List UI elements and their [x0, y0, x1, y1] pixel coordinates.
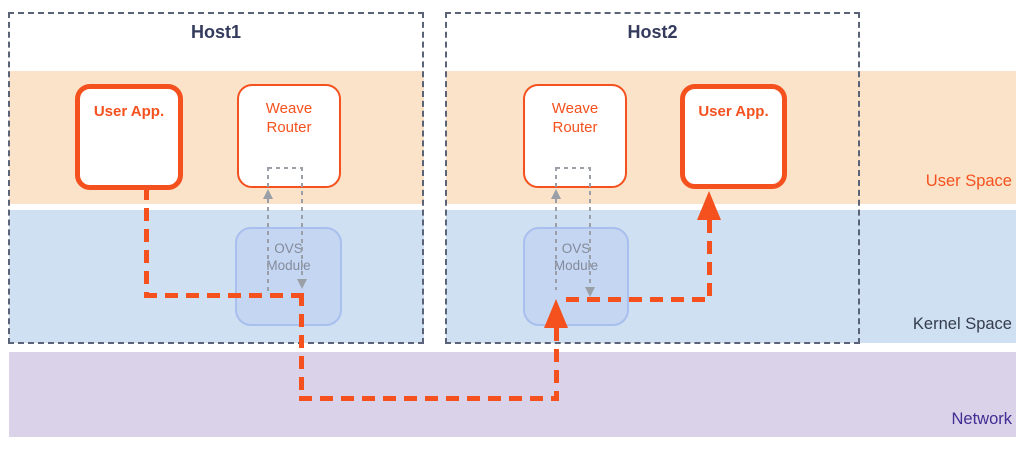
- flow-host2-horizontal-segment: [566, 297, 712, 302]
- host1-frame: [8, 12, 424, 344]
- host2-ovs-label-line1: OVS: [561, 241, 591, 256]
- host2-title: Host2: [627, 22, 678, 42]
- host1-weave-router-box: Weave Router: [237, 84, 341, 188]
- host2-frame: [445, 12, 860, 344]
- host1-weave-to-ovs-line: [301, 167, 303, 279]
- network-label: Network: [951, 410, 1012, 428]
- host1-ovs-module-box: OVS Module: [235, 227, 342, 326]
- host1-ovs-to-weave-line: [267, 167, 269, 292]
- flow-network-segment: [299, 396, 559, 401]
- flow-host2-up-segment: [707, 220, 712, 300]
- flow-host1-horizontal-segment: [144, 293, 304, 298]
- flow-into-user-app-arrow-icon: [697, 191, 721, 220]
- host1-title: Host1: [190, 22, 241, 42]
- host1-weave-ovs-link-top: [268, 167, 303, 169]
- host2-up-arrow-icon: [551, 189, 561, 199]
- host2-weave-router-label-line2: Router: [552, 119, 598, 136]
- host1-ovs-label-line2: Module: [266, 258, 311, 273]
- host2-down-arrow-icon: [585, 287, 595, 297]
- user-space-label: User Space: [925, 172, 1012, 190]
- host2-weave-router-box: Weave Router: [523, 84, 627, 188]
- flow-network-to-host2-segment: [554, 328, 559, 398]
- flow-into-ovs-arrow-icon: [544, 299, 568, 328]
- flow-host1-app-down-segment: [144, 187, 149, 294]
- host2-user-app-label: User App.: [698, 103, 769, 120]
- host2-weave-router-label-line1: Weave: [551, 100, 599, 117]
- host1-weave-router-label-line1: Weave: [265, 100, 313, 117]
- kernel-space-label: Kernel Space: [912, 315, 1012, 333]
- host2-user-app-box: User App.: [680, 84, 787, 189]
- host2-ovs-label-line2: Module: [553, 258, 599, 273]
- host2-ovs-to-weave-line: [555, 167, 557, 290]
- host1-weave-router-label-line2: Router: [266, 119, 312, 136]
- host2-weave-to-ovs-line: [589, 167, 591, 287]
- host1-user-app-box: User App.: [75, 84, 183, 190]
- kernel-space-band-host1: [9, 210, 424, 343]
- host1-down-arrow-icon: [297, 279, 307, 289]
- host1-ovs-label-line1: OVS: [274, 241, 303, 256]
- host2-ovs-module-box: OVS Module: [523, 227, 629, 326]
- host1-user-app-label: User App.: [93, 103, 165, 120]
- network-band: [9, 352, 1016, 437]
- flow-host1-ovs-to-network-segment: [299, 293, 304, 398]
- host2-weave-ovs-link-top: [556, 167, 590, 169]
- host1-up-arrow-icon: [263, 189, 273, 199]
